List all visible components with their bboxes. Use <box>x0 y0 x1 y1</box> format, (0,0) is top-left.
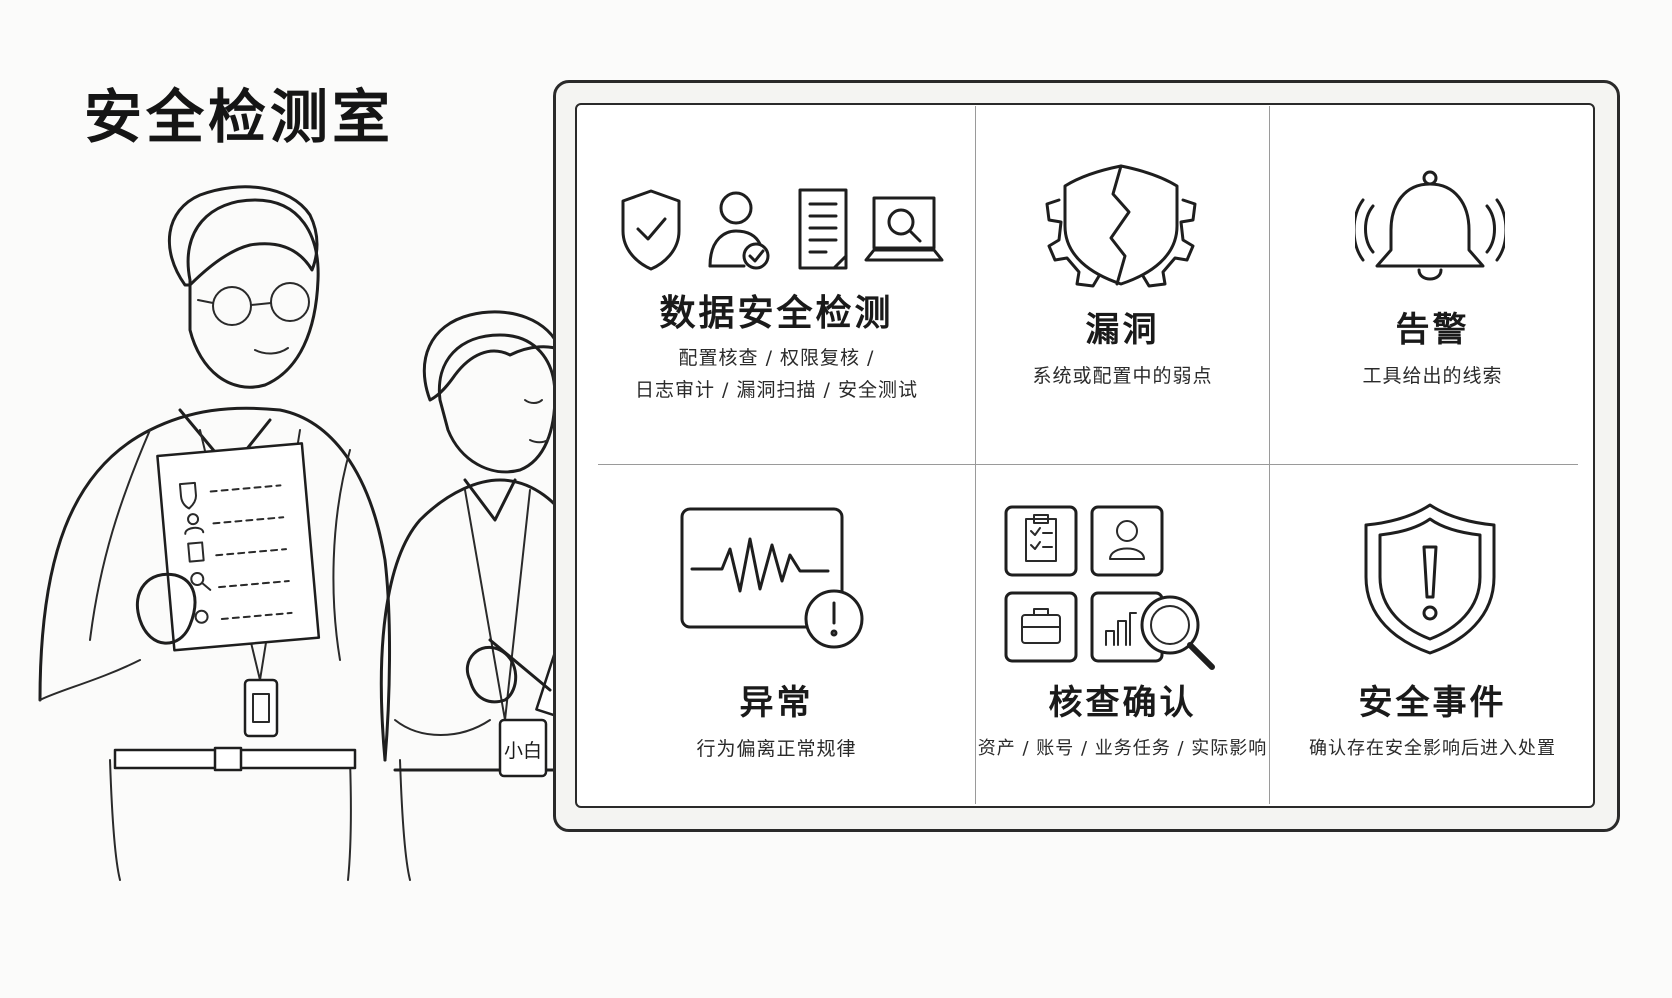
cell-vulnerability: 漏洞 系统或配置中的弱点 <box>976 106 1269 464</box>
cell-anomaly: 异常 行为偏离正常规律 <box>578 465 975 805</box>
cell-title: 数据安全检测 <box>659 293 894 334</box>
laptop-search-icon <box>864 196 944 262</box>
grid-divider <box>1269 106 1270 804</box>
cracked-shield-gear-icon <box>1045 164 1197 288</box>
grid-divider <box>975 106 976 804</box>
name-badge <box>498 718 548 778</box>
cell-alert: 告警 工具给出的线索 <box>1270 106 1595 464</box>
cell-title: 核查确认 <box>1048 683 1197 723</box>
cell-desc: 日志审计 / 漏洞扫描 / 安全测试 <box>635 379 918 401</box>
shield-check-icon <box>621 189 681 271</box>
cell-desc: 确认存在安全影响后进入处置 <box>1309 738 1556 759</box>
junior-analyst-figure <box>379 310 560 881</box>
user-check-icon <box>708 191 770 270</box>
characters-illustration <box>38 185 560 881</box>
chart-search-icon <box>1090 591 1215 670</box>
clipboard-icon <box>1004 505 1078 577</box>
page-title: 安全检测室 <box>84 83 395 151</box>
cell-title: 漏洞 <box>1085 310 1160 350</box>
user-card-icon <box>1090 505 1164 577</box>
briefcase-icon <box>1004 591 1078 663</box>
cell-title: 告警 <box>1395 310 1470 350</box>
document-icon <box>798 188 848 270</box>
senior-analyst-figure <box>38 185 392 881</box>
monitor-wave-alert-icon <box>680 507 864 649</box>
shield-alert-icon <box>1364 503 1496 655</box>
cell-desc: 行为偏离正常规律 <box>696 738 857 760</box>
cell-title: 安全事件 <box>1358 683 1507 723</box>
cell-desc: 系统或配置中的弱点 <box>1032 365 1213 387</box>
grid-divider <box>598 464 1578 465</box>
cell-security-incident: 安全事件 确认存在安全影响后进入处置 <box>1270 465 1595 805</box>
cell-desc: 配置核查 / 权限复核 / <box>678 347 875 369</box>
cell-desc: 资产 / 账号 / 业务任务 / 实际影响 <box>977 738 1268 759</box>
cell-desc: 工具给出的线索 <box>1362 365 1503 387</box>
bell-icon <box>1355 170 1505 281</box>
cell-verification: 核查确认 资产 / 账号 / 业务任务 / 实际影响 <box>976 465 1269 805</box>
junior-badge-label: 小白 <box>503 740 542 762</box>
cell-title: 异常 <box>739 683 814 723</box>
cell-data-security-detection: 数据安全检测 配置核查 / 权限复核 / 日志审计 / 漏洞扫描 / 安全测试 <box>578 106 975 464</box>
